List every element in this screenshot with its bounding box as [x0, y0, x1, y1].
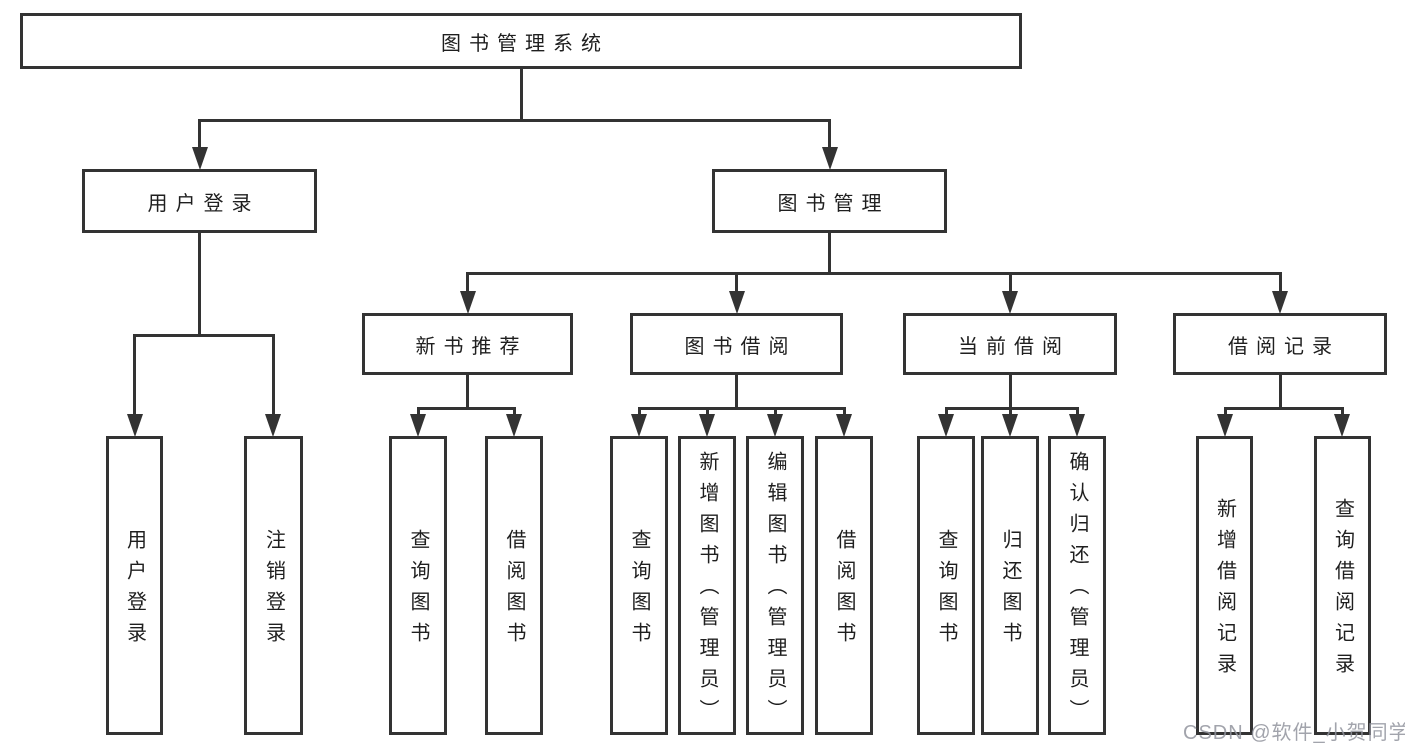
connector-line	[705, 407, 709, 418]
connector-line	[198, 119, 201, 151]
connector-line	[1008, 375, 1012, 410]
leaf-borrowing-borrow-book: 借阅图书	[815, 436, 873, 735]
node-label: 新书推荐	[415, 335, 528, 358]
connector-line	[773, 407, 777, 418]
connector-line	[198, 233, 201, 337]
connector-line	[133, 334, 136, 418]
leaf-borrowing-query-book: 查询图书	[610, 436, 668, 735]
arrowhead-down-icon	[631, 414, 647, 437]
connector-line	[1008, 272, 1012, 295]
leaf-label: 新增借阅记录	[1213, 497, 1236, 684]
arrowhead-down-icon	[836, 414, 852, 437]
connector-line	[1008, 407, 1012, 418]
node-current-borrowing: 当前借阅	[903, 313, 1117, 375]
leaf-label: 查询图书	[935, 528, 957, 653]
leaf-current-query-book: 查询图书	[917, 436, 975, 735]
connector-line	[466, 375, 469, 410]
arrowhead-down-icon	[1002, 291, 1018, 314]
arrowhead-down-icon	[126, 414, 143, 437]
node-book-management: 图书管理	[712, 169, 947, 233]
connector-line	[637, 407, 641, 418]
arrowhead-down-icon	[1272, 291, 1288, 314]
node-label: 图书管理	[777, 192, 890, 215]
arrowhead-down-icon	[938, 414, 954, 437]
node-new-book-recommendation: 新书推荐	[362, 313, 573, 375]
node-borrowing-records: 借阅记录	[1173, 313, 1387, 375]
connector-line	[466, 272, 1282, 275]
arrowhead-down-icon	[191, 147, 208, 170]
node-label: 图书借阅	[684, 335, 797, 358]
leaf-label: 编辑图书（管理员）	[764, 451, 786, 730]
arrowhead-down-icon	[821, 147, 838, 170]
connector-line	[519, 69, 523, 122]
arrowhead-down-icon	[699, 414, 715, 437]
arrowhead-down-icon	[728, 291, 745, 314]
connector-line	[842, 407, 846, 418]
leaf-user-login: 用户登录	[106, 436, 163, 735]
leaf-label: 借阅图书	[503, 528, 525, 653]
connector-line	[637, 407, 846, 410]
node-label: 用户登录	[147, 192, 260, 215]
leaf-label: 新增图书（管理员）	[696, 451, 718, 730]
leaf-current-confirm-return-admin: 确认归还（管理员）	[1048, 436, 1106, 735]
leaf-label: 查询借阅记录	[1331, 497, 1354, 684]
connector-line	[198, 119, 831, 122]
arrowhead-down-icon	[410, 414, 426, 437]
arrowhead-down-icon	[265, 414, 281, 437]
arrowhead-down-icon	[767, 414, 783, 437]
connector-line	[944, 407, 1079, 410]
leaf-borrowing-add-book-admin: 新增图书（管理员）	[678, 436, 736, 735]
connector-line	[271, 334, 275, 418]
leaf-newbook-borrow-book: 借阅图书	[485, 436, 543, 735]
leaf-records-add-borrow-record: 新增借阅记录	[1196, 436, 1253, 735]
arrowhead-down-icon	[1002, 414, 1018, 437]
node-label: 借阅记录	[1228, 335, 1340, 358]
arrowhead-down-icon	[1217, 414, 1233, 437]
connector-line	[828, 119, 831, 151]
node-label: 当前借阅	[958, 335, 1070, 358]
node-book-borrowing: 图书借阅	[630, 313, 843, 375]
arrowhead-down-icon	[1069, 414, 1085, 437]
connector-line	[1223, 407, 1344, 410]
leaf-current-return-book: 归还图书	[981, 436, 1039, 735]
arrowhead-down-icon	[506, 414, 522, 437]
leaf-label: 借阅图书	[833, 528, 855, 653]
node-label: 图书管理系统	[441, 32, 609, 55]
node-user-login: 用户登录	[82, 169, 317, 233]
connector-line	[512, 407, 516, 418]
connector-line	[944, 407, 948, 418]
connector-line	[1223, 407, 1227, 418]
connector-line	[416, 407, 516, 410]
leaf-records-query-borrow-record: 查询借阅记录	[1314, 436, 1371, 735]
leaf-label: 用户登录	[123, 528, 146, 653]
arrowhead-down-icon	[1334, 414, 1350, 437]
leaf-label: 注销登录	[262, 528, 285, 653]
leaf-newbook-query-book: 查询图书	[389, 436, 447, 735]
connector-line	[735, 375, 738, 410]
connector-line	[828, 233, 831, 275]
leaf-logout-login: 注销登录	[244, 436, 303, 735]
leaf-label: 确认归还（管理员）	[1066, 451, 1088, 730]
connector-line	[1075, 407, 1079, 418]
arrowhead-down-icon	[459, 291, 476, 314]
leaf-label: 查询图书	[628, 528, 650, 653]
csdn-watermark: CSDN @软件_小贺同学	[1183, 722, 1405, 744]
leaf-borrowing-edit-book-admin: 编辑图书（管理员）	[746, 436, 804, 735]
connector-line	[1278, 272, 1282, 295]
connector-line	[133, 334, 275, 337]
leaf-label: 查询图书	[407, 528, 429, 653]
connector-line	[466, 272, 469, 295]
node-library-management-system: 图书管理系统	[20, 13, 1022, 69]
connector-line	[735, 272, 738, 295]
connector-line	[1340, 407, 1344, 418]
leaf-label: 归还图书	[999, 528, 1021, 653]
connector-line	[1278, 375, 1282, 410]
connector-line	[416, 407, 420, 418]
